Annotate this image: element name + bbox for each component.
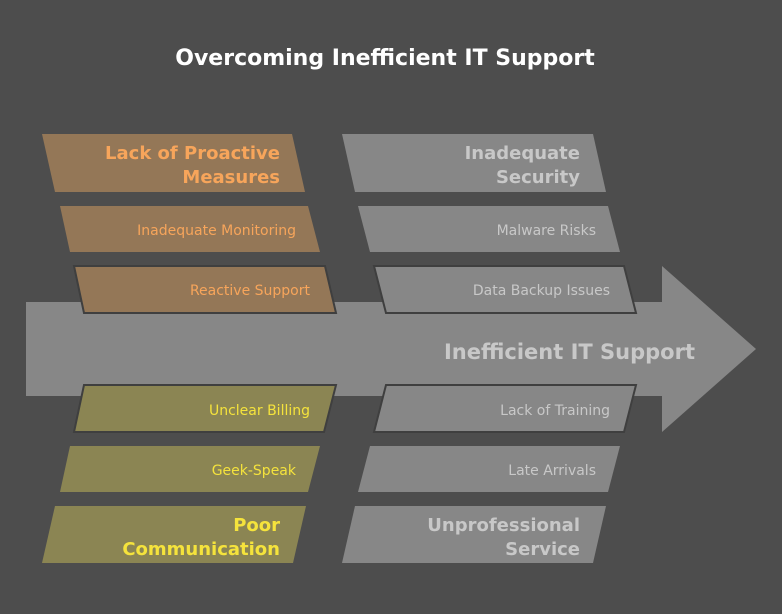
category-label: Measures: [182, 167, 280, 188]
category-label: Security: [496, 167, 580, 188]
category-box: [342, 134, 606, 192]
category-service: Lack of Training Late Arrivals Unprofess…: [342, 384, 638, 563]
cause-box: [358, 446, 620, 492]
category-label: Communication: [122, 539, 280, 560]
category-label: Poor: [233, 515, 280, 536]
category-proactive: Lack of Proactive Measures Inadequate Mo…: [42, 134, 338, 314]
cause-label: Reactive Support: [190, 283, 311, 299]
category-box: [342, 506, 606, 563]
category-label: Service: [505, 539, 580, 560]
cause-box: [372, 265, 638, 314]
cause-label: Unclear Billing: [209, 403, 310, 419]
category-communication: Unclear Billing Geek-Speak Poor Communic…: [42, 384, 338, 563]
cause-box: [60, 446, 320, 492]
cause-label: Inadequate Monitoring: [137, 223, 296, 239]
cause-label: Late Arrivals: [508, 463, 596, 479]
cause-box: [372, 384, 638, 433]
cause-box: [60, 206, 320, 252]
category-security: Inadequate Security Malware Risks Data B…: [342, 134, 638, 314]
effect-label: Inefficient IT Support: [444, 340, 695, 364]
cause-label: Lack of Training: [500, 403, 610, 419]
cause-box: [358, 206, 620, 252]
cause-box: [72, 265, 338, 314]
category-label: Unprofessional: [427, 515, 580, 536]
category-box: [42, 506, 306, 563]
cause-label: Data Backup Issues: [473, 283, 610, 299]
cause-box: [72, 384, 338, 433]
diagram-title: Overcoming Inefficient IT Support: [175, 46, 595, 71]
category-box: [42, 134, 305, 192]
cause-label: Malware Risks: [497, 223, 596, 239]
category-label: Lack of Proactive: [105, 143, 280, 164]
category-label: Inadequate: [465, 143, 580, 164]
cause-label: Geek-Speak: [212, 463, 297, 479]
